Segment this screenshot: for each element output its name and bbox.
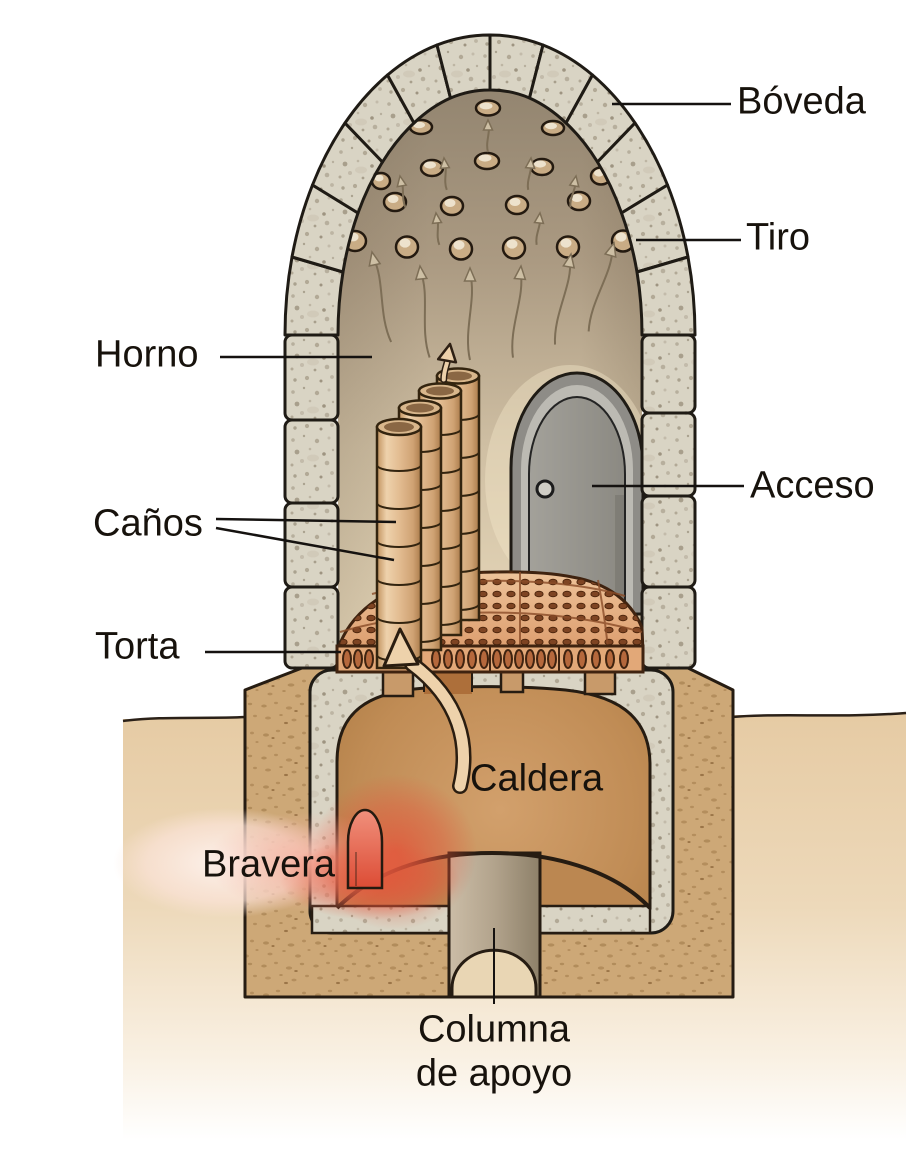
ground-line-left — [122, 715, 247, 723]
ground-line-right — [731, 711, 907, 719]
label-acceso: Acceso — [750, 464, 875, 507]
firebox-caldera — [113, 668, 675, 999]
label-lines — [205, 102, 744, 1004]
updraft-arrow — [382, 627, 472, 794]
label-horno: Horno — [95, 333, 199, 376]
wall-stone — [283, 333, 340, 422]
canos-line-1 — [215, 517, 397, 524]
label-caldera: Caldera — [470, 757, 604, 800]
door-knob — [535, 479, 555, 499]
door-leaf — [528, 396, 626, 615]
vault-boveda-stones — [283, 33, 697, 670]
pipe-exit-arrow — [436, 342, 458, 383]
label-canos: Caños — [93, 502, 203, 545]
ceramic-pipes-canos — [375, 367, 481, 670]
pipe-front — [375, 417, 423, 670]
floor-pillar — [583, 668, 617, 696]
label-torta: Torta — [95, 625, 180, 668]
access-door — [509, 371, 645, 616]
floor-pillar — [381, 668, 415, 698]
label-columna-line2: de apoyo — [415, 1052, 573, 1094]
label-columna: Columna de apoyo — [374, 1008, 614, 1095]
label-tiro: Tiro — [746, 216, 811, 259]
label-boveda: Bóveda — [737, 80, 866, 123]
canos-line-2 — [215, 526, 395, 562]
label-columna-line1: Columna — [417, 1008, 571, 1051]
torta-slots — [342, 647, 629, 671]
bravera-flame-arch — [346, 808, 384, 890]
label-bravera: Bravera — [202, 843, 336, 886]
